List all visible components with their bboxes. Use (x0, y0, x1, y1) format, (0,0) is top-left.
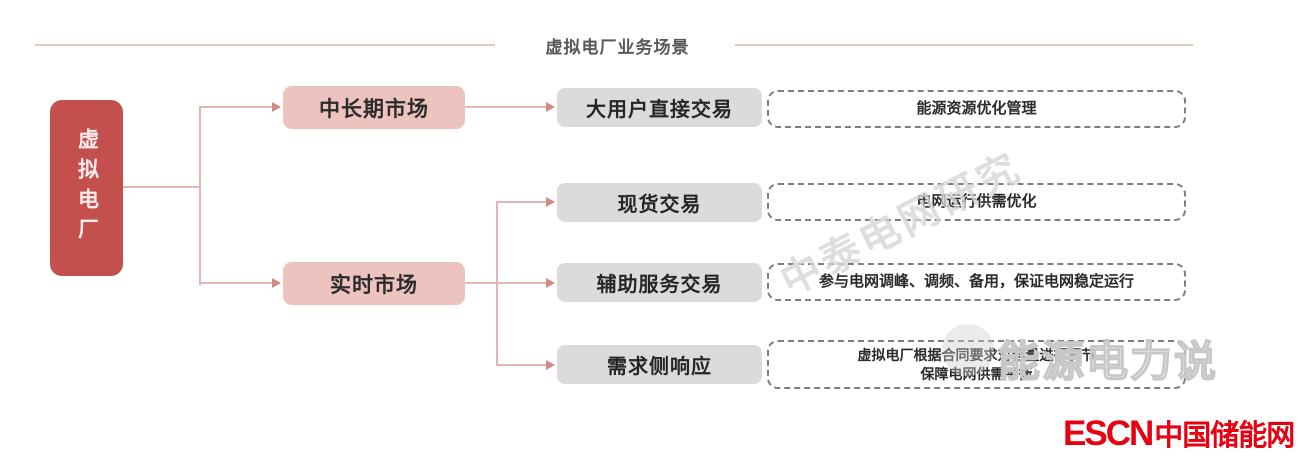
connector-line (199, 106, 272, 108)
desc-text: 能源资源优化管理 (916, 99, 1037, 117)
connector-line (496, 201, 547, 203)
node-large-user-direct-trading: 大用户直接交易 (557, 88, 762, 127)
desc-text-line1: 虚拟电厂根据合同要求对容量进行调节 (857, 346, 1096, 363)
desc-demand-response-detail: 虚拟电厂根据合同要求对容量进行调节 保障电网供需平衡 (767, 340, 1186, 389)
arrowhead (546, 360, 555, 370)
arrowhead (272, 102, 281, 112)
desc-text-line2: 保障电网供需平衡 (920, 365, 1033, 382)
root-node-virtual-power-plant: 虚拟电厂 (50, 100, 123, 276)
node-demand-side-response: 需求侧响应 (557, 345, 762, 384)
escn-logo-en: ESCN (1063, 414, 1154, 453)
title-rule-left (35, 44, 495, 46)
connector-line (465, 282, 497, 284)
desc-grid-supply-demand-optimization: 电网运行供需优化 (767, 183, 1186, 221)
desc-energy-resource-optimization: 能源资源优化管理 (767, 90, 1186, 128)
connector-line (123, 186, 200, 188)
node-ancillary-services-trading: 辅助服务交易 (557, 263, 762, 302)
desc-text: 参与电网调峰、调频、备用，保证电网稳定运行 (818, 272, 1134, 290)
arrowhead (546, 102, 555, 112)
arrowhead (272, 278, 281, 288)
diagram-title: 虚拟电厂业务场景 (545, 38, 690, 57)
desc-text: 电网运行供需优化 (916, 192, 1037, 210)
arrowhead (546, 278, 555, 288)
connector-line (199, 282, 272, 284)
title-rule-right (735, 44, 1193, 46)
node-real-time-market: 实时市场 (283, 262, 465, 305)
escn-logo-cn: 中国储能网 (1154, 420, 1295, 452)
node-spot-trading: 现货交易 (557, 183, 762, 222)
connector-line (199, 106, 201, 285)
node-mid-long-term-market: 中长期市场 (283, 86, 465, 129)
connector-line (496, 282, 547, 284)
arrowhead (546, 197, 555, 207)
connector-line (496, 364, 547, 366)
connector-line (465, 106, 546, 108)
desc-grid-stability: 参与电网调峰、调频、备用，保证电网稳定运行 (767, 263, 1186, 301)
escn-logo: ESCN 中国储能网 (1063, 412, 1295, 454)
